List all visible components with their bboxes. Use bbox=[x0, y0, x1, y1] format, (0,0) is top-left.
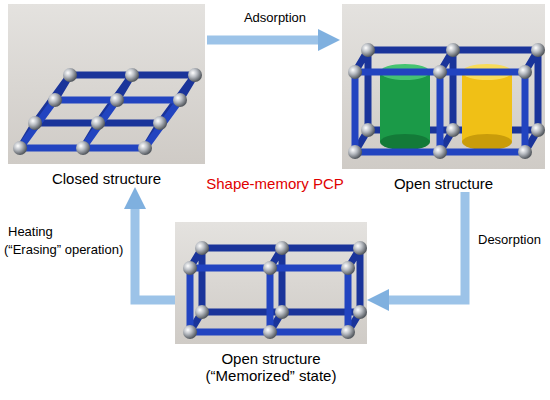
steel-ball bbox=[183, 261, 197, 275]
steel-ball bbox=[13, 141, 27, 155]
cylinder-base bbox=[380, 134, 430, 150]
back-rods bbox=[355, 50, 538, 152]
photo-panel: Closed structure bbox=[6, 4, 207, 187]
steel-ball bbox=[153, 116, 167, 130]
steel-ball bbox=[263, 261, 277, 275]
front-rods bbox=[355, 72, 525, 152]
structure-caption: Open structure bbox=[342, 175, 545, 192]
cylinder-base bbox=[462, 134, 512, 150]
steel-ball bbox=[348, 65, 362, 79]
photo-background bbox=[342, 4, 545, 169]
steel-ball bbox=[195, 305, 209, 319]
steel-ball bbox=[433, 65, 447, 79]
steel-ball bbox=[110, 93, 124, 107]
steel-ball bbox=[195, 241, 209, 255]
green-cylinder bbox=[380, 64, 430, 150]
structure-caption: Open structure (“Memorized” state) bbox=[191, 350, 351, 384]
steel-ball bbox=[138, 141, 152, 155]
steel-ball bbox=[28, 116, 42, 130]
steel-ball bbox=[263, 325, 277, 339]
edge-note: (“Erasing” operation) bbox=[4, 242, 123, 258]
steel-ball bbox=[361, 123, 375, 137]
steel-ball bbox=[125, 68, 139, 82]
steel-ball bbox=[48, 93, 62, 107]
front-rods bbox=[20, 100, 180, 148]
steel-ball bbox=[63, 68, 77, 82]
arrow-label: Heating bbox=[8, 224, 53, 240]
steel-ball bbox=[361, 43, 375, 57]
structure-caption: Closed structure bbox=[8, 170, 205, 187]
closed-structure-model bbox=[8, 4, 205, 164]
back-rods bbox=[190, 248, 360, 332]
steel-ball bbox=[188, 68, 202, 82]
steel-ball bbox=[353, 305, 367, 319]
steel-ball bbox=[173, 93, 187, 107]
steel-ball bbox=[76, 141, 90, 155]
arrow-label: Adsorption bbox=[244, 10, 306, 26]
steel-ball bbox=[531, 43, 545, 57]
diagram-title-label: Shape-memory PCP bbox=[206, 176, 344, 192]
photo-background bbox=[175, 222, 367, 344]
steel-ball bbox=[446, 43, 460, 57]
steel-ball bbox=[353, 241, 367, 255]
photo-panel: Open structure (“Memorized” state) bbox=[175, 222, 367, 384]
process-arrow bbox=[207, 36, 318, 45]
steel-ball bbox=[341, 261, 355, 275]
steel-ball bbox=[446, 123, 460, 137]
steel-ball bbox=[91, 116, 105, 130]
front-rods bbox=[190, 268, 348, 332]
cylinder-body bbox=[462, 72, 512, 142]
open-structure-model bbox=[342, 4, 545, 169]
back-rods bbox=[20, 75, 195, 148]
steel-ball bbox=[341, 325, 355, 339]
steel-balls bbox=[13, 68, 202, 155]
steel-ball bbox=[183, 325, 197, 339]
steel-balls bbox=[348, 43, 545, 159]
photo-panel: Open structure bbox=[340, 4, 547, 192]
steel-ball bbox=[531, 123, 545, 137]
steel-ball bbox=[275, 241, 289, 255]
steel-balls bbox=[183, 241, 367, 339]
photo-background bbox=[8, 4, 205, 164]
process-arrow bbox=[389, 192, 465, 300]
steel-ball bbox=[348, 145, 362, 159]
steel-ball bbox=[275, 305, 289, 319]
yellow-cylinder bbox=[462, 64, 512, 150]
steel-ball bbox=[518, 65, 532, 79]
steel-ball bbox=[518, 145, 532, 159]
arrow-label: Desorption bbox=[478, 232, 541, 248]
cylinder-body bbox=[380, 72, 430, 142]
steel-ball bbox=[433, 145, 447, 159]
process-arrow bbox=[135, 209, 175, 300]
memorized-structure-model bbox=[175, 222, 367, 344]
